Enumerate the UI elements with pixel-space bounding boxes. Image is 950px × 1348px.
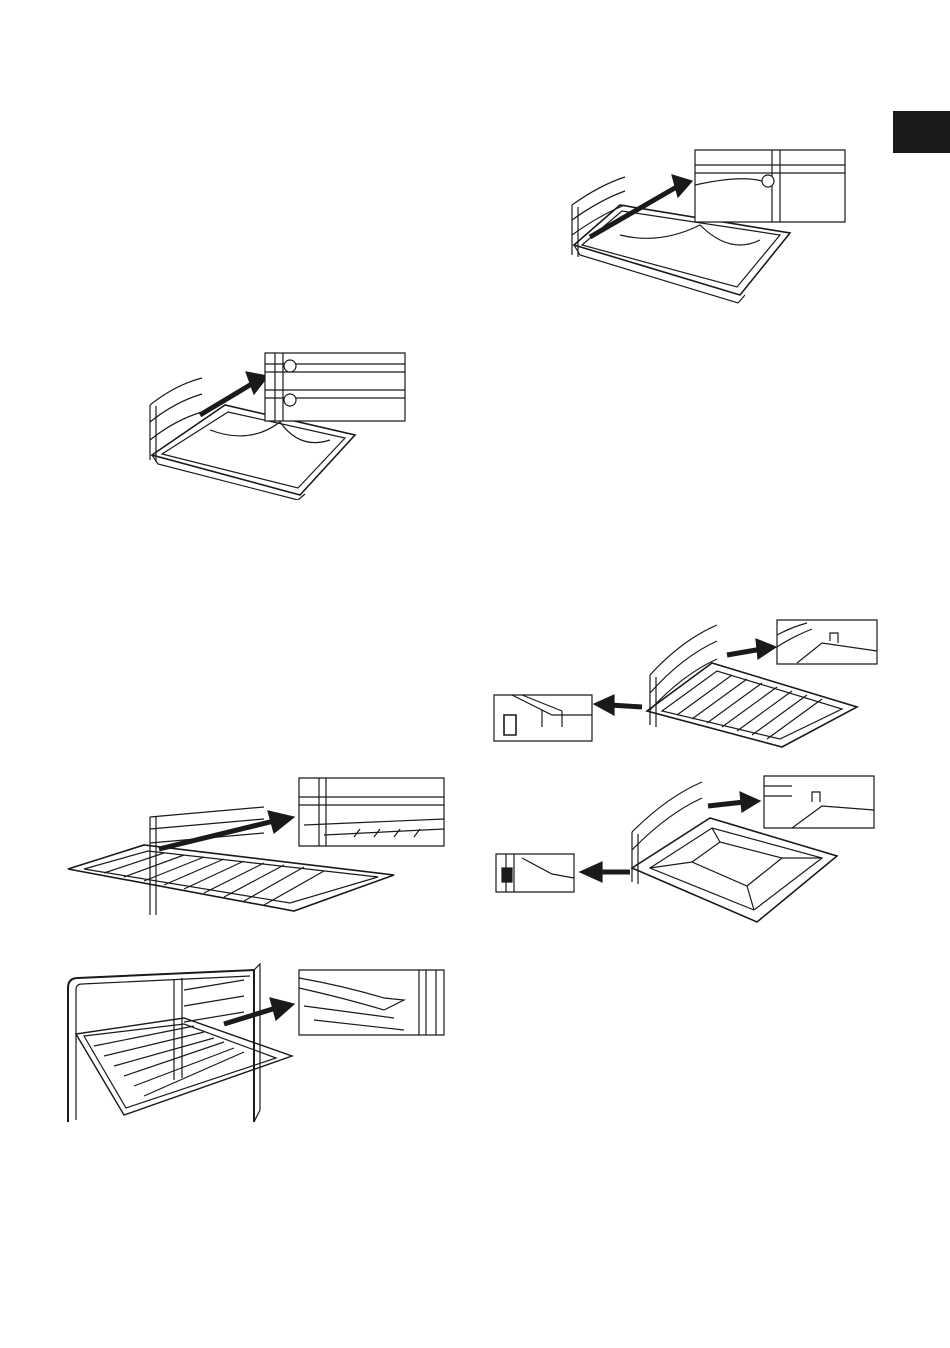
side-rail-icon [632,782,702,884]
deep-tray-stops-figure [492,772,882,927]
arrow-icon [594,639,776,715]
wire-rack-rails-figure [64,775,449,920]
stop-detail-box-left [494,695,592,741]
oven-cavity-icon [68,964,260,1122]
arrow-icon [200,372,268,415]
guide-detail-box [695,150,845,222]
deep-tray-icon [632,818,837,922]
tray-guide-detail-figure [560,145,850,305]
rack-in-oven-figure [64,960,449,1125]
arrow-icon [224,998,294,1024]
stop-detail-box-right [777,620,877,664]
side-rail-icon [650,625,717,727]
wire-rack-icon [68,845,394,911]
side-rail-icon [572,177,625,257]
wire-rack-stops-figure [492,615,882,750]
arrow-icon [580,792,760,882]
section-tab-marker [893,111,950,153]
arrow-icon [159,811,294,849]
guide-detail-box [299,778,444,846]
tray-two-guide-detail-figure [140,350,410,500]
stop-detail-box-right [764,776,874,828]
stop-detail-box-left [496,854,574,892]
guide-detail-box [265,353,405,421]
wire-rack-icon [647,663,857,747]
side-rail-icon [150,378,202,462]
guide-detail-box [299,970,444,1035]
